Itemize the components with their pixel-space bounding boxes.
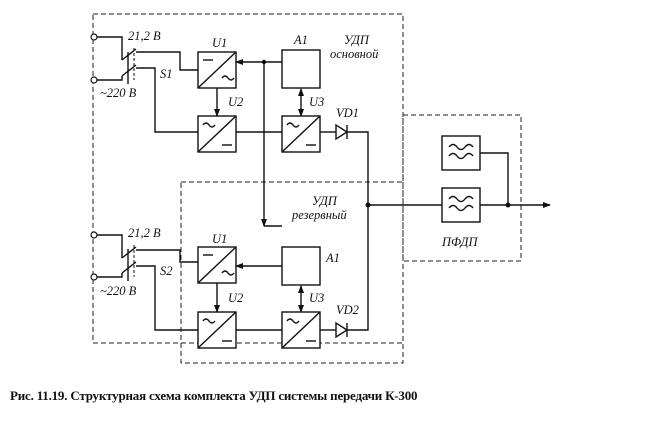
label-udp-main-1: УДП [344,33,370,47]
label-pfdp: ПФДП [441,235,478,249]
label-udp-reserve-1: УДП [312,194,338,208]
label-u1-main: U1 [212,36,227,50]
figure-caption: Рис. 11.19. Структурная схема комплекта … [10,388,418,403]
diode-vd2 [320,205,369,339]
udp-main-boundary [92,13,404,344]
converter-u3-main [281,115,321,153]
converter-u1-reserve [197,246,237,284]
label-u2-main: U2 [228,95,243,109]
label-voltage-ac-main: ~220 В [100,86,137,100]
pfdp-boundary [402,114,522,262]
converter-u2-main [197,115,237,153]
converter-u2-reserve [197,311,237,349]
label-switch-s1: S1 [160,67,173,81]
udp-main-unit [90,33,369,227]
diode-vd1 [320,123,369,205]
label-voltage-ac-reserve: ~220 В [100,284,137,298]
label-switch-s2: S2 [160,264,173,278]
label-voltage-dc-reserve: 21,2 В [128,226,161,240]
terminal-21v-reserve [90,231,98,239]
filter-lower [441,187,481,223]
converter-u3-reserve [281,311,321,349]
label-udp-reserve-2: резервный [291,208,347,222]
label-udp-main-2: основной [330,47,379,61]
switch-s2 [121,245,137,281]
udp-reserve-boundary [180,181,404,364]
label-u3-reserve: U3 [309,291,324,305]
control-unit-a1-main [281,49,321,89]
udp-reserve-unit [90,205,369,349]
label-voltage-dc-main: 21,2 В [128,29,161,43]
pfdp-filter-unit [441,135,551,223]
control-unit-a1-reserve [281,246,321,286]
label-u1-reserve: U1 [212,232,227,246]
label-vd1: VD1 [336,106,359,120]
filter-upper [441,135,481,171]
converter-u1-main [197,51,237,89]
label-u2-reserve: U2 [228,291,243,305]
switch-s1 [121,48,137,84]
terminal-220v-main [90,76,98,84]
label-vd2: VD2 [336,303,359,317]
terminal-220v-reserve [90,273,98,281]
label-u3-main: U3 [309,95,324,109]
label-a1-main: A1 [293,33,308,47]
label-a1-reserve: A1 [325,251,340,265]
terminal-21v-main [90,33,98,41]
